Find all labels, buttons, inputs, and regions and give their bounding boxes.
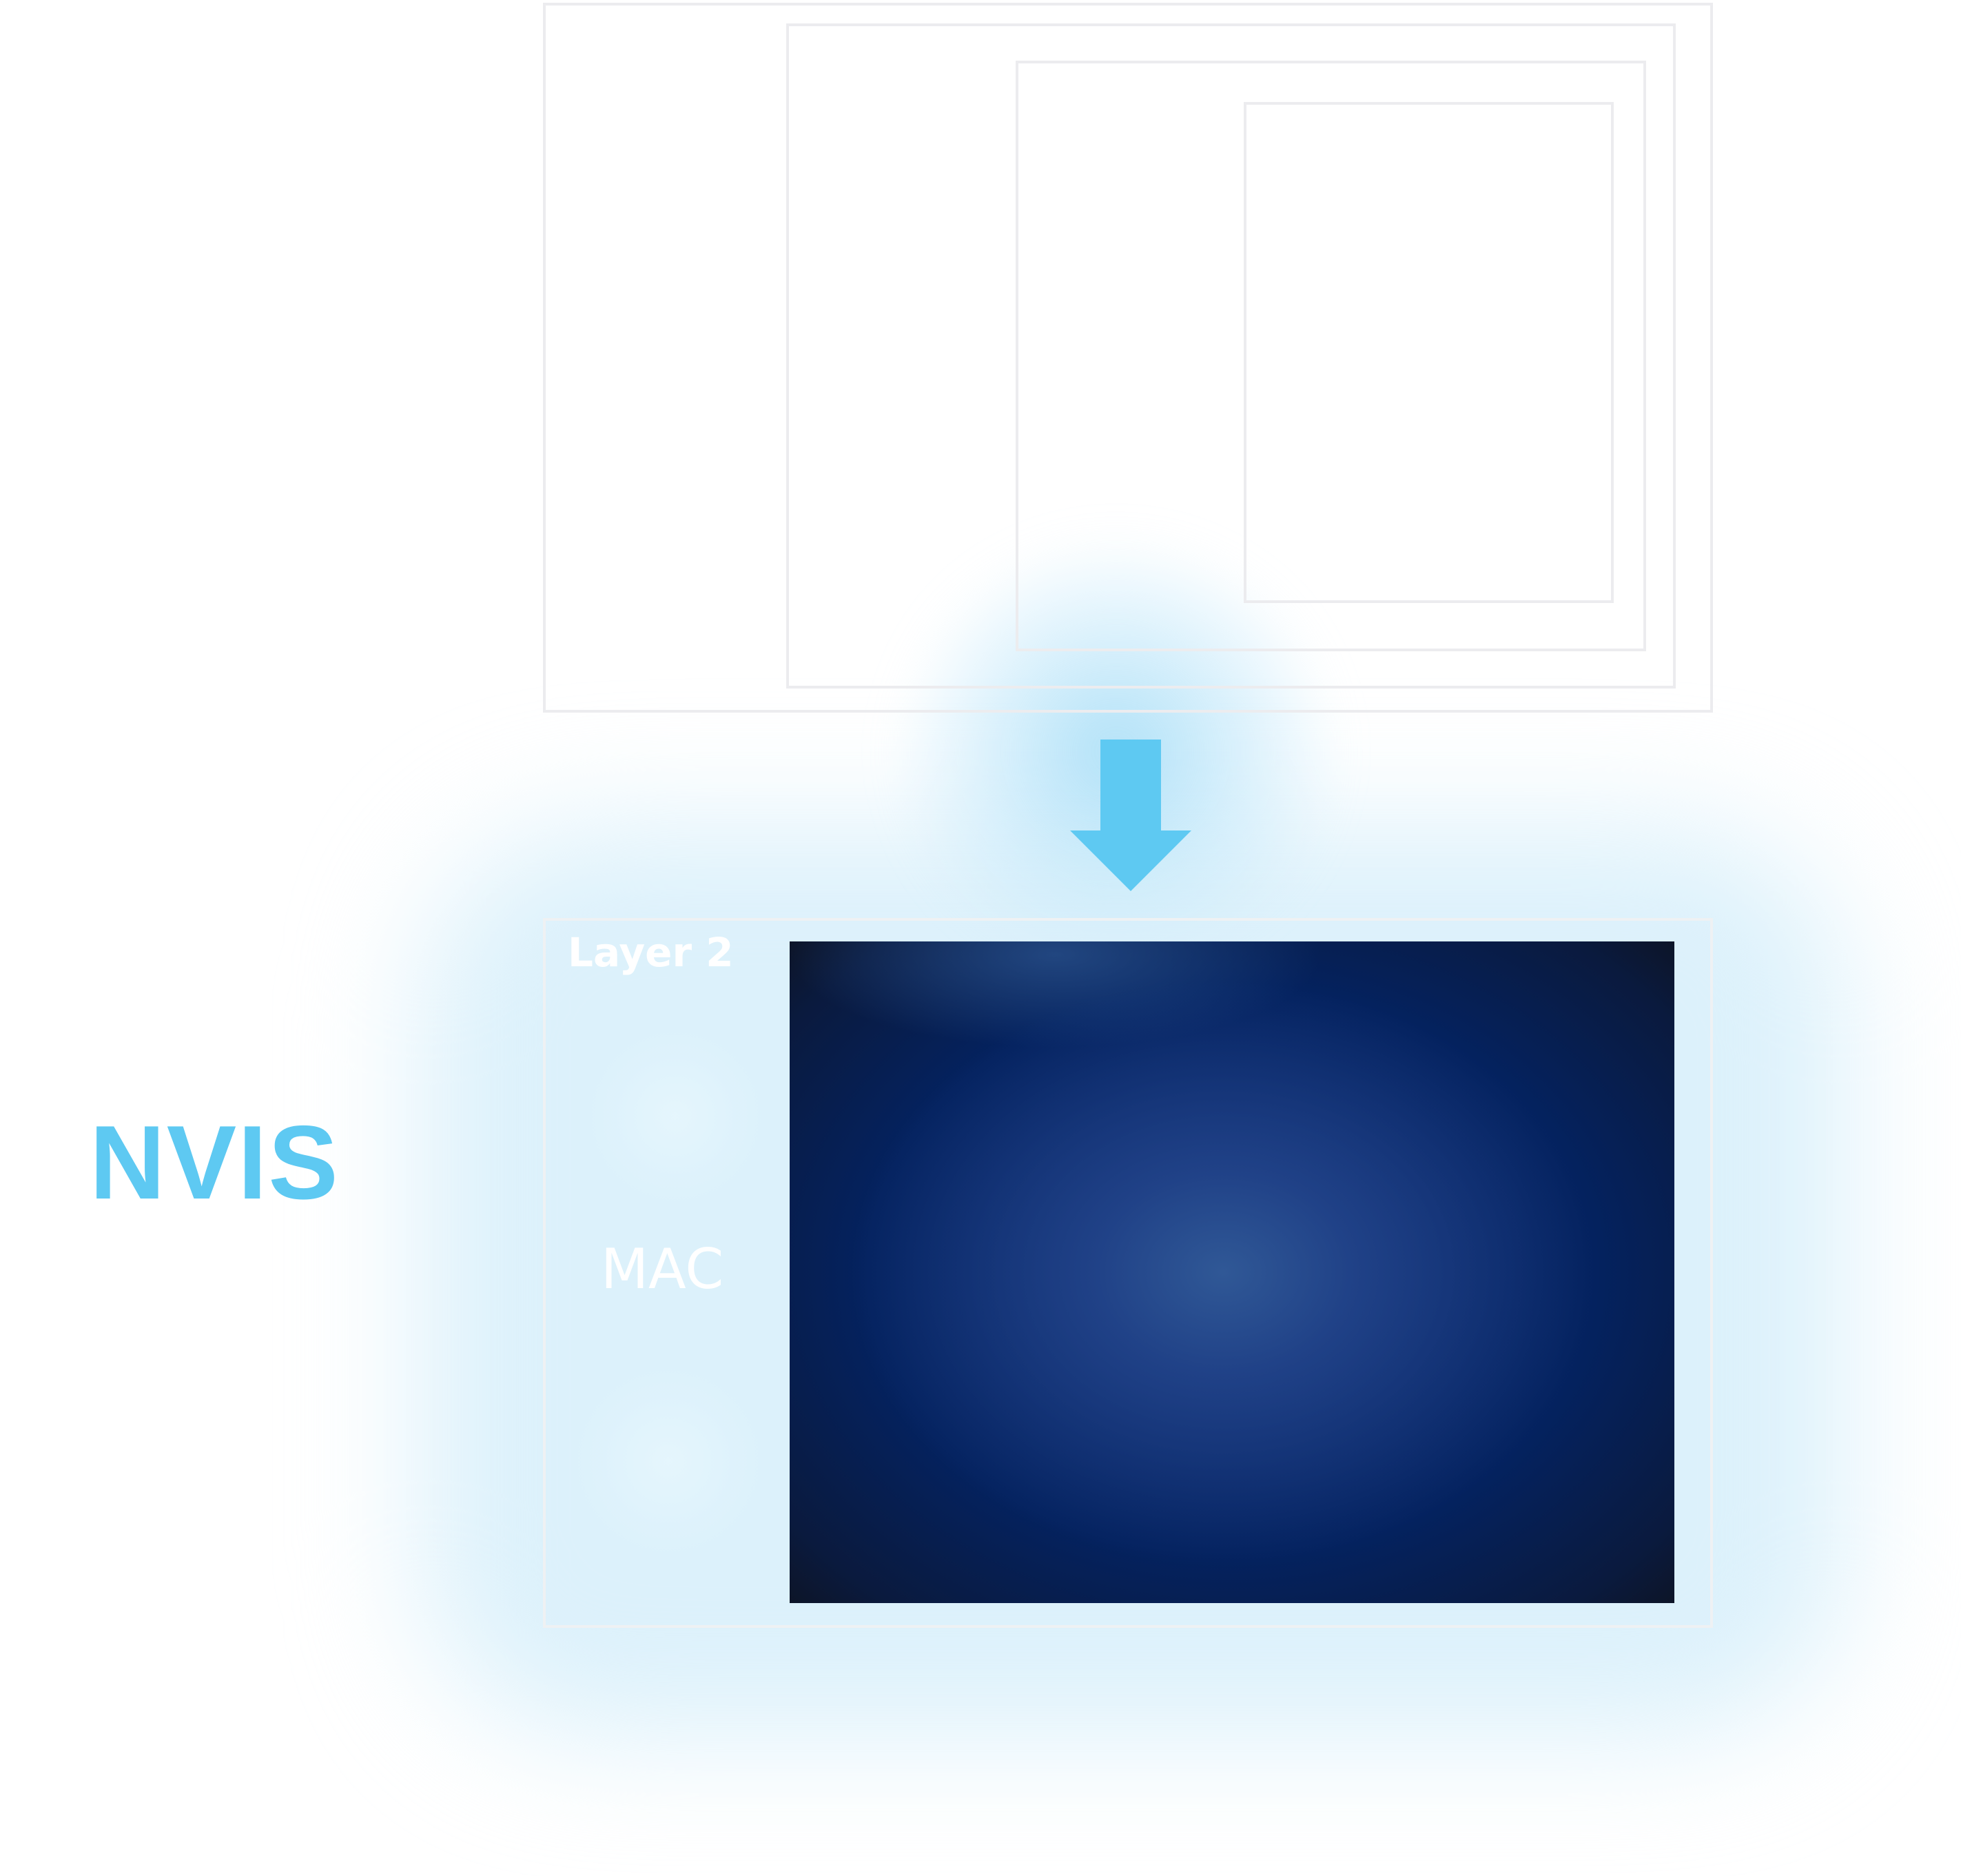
nested-frame-inner	[1244, 102, 1614, 603]
down-arrow-icon	[1070, 740, 1191, 891]
nested-frame-2	[786, 23, 1676, 689]
mac-label: MAC	[601, 1237, 724, 1301]
soft-circle-bottom	[572, 1365, 765, 1558]
nested-frame-3	[1016, 61, 1646, 651]
nested-frame-outer	[543, 3, 1713, 713]
layer-title: Layer 2	[568, 929, 734, 976]
soft-circle-top	[586, 1027, 765, 1206]
nvis-label: NVIS	[90, 1104, 340, 1221]
screen-image	[790, 941, 1674, 1603]
